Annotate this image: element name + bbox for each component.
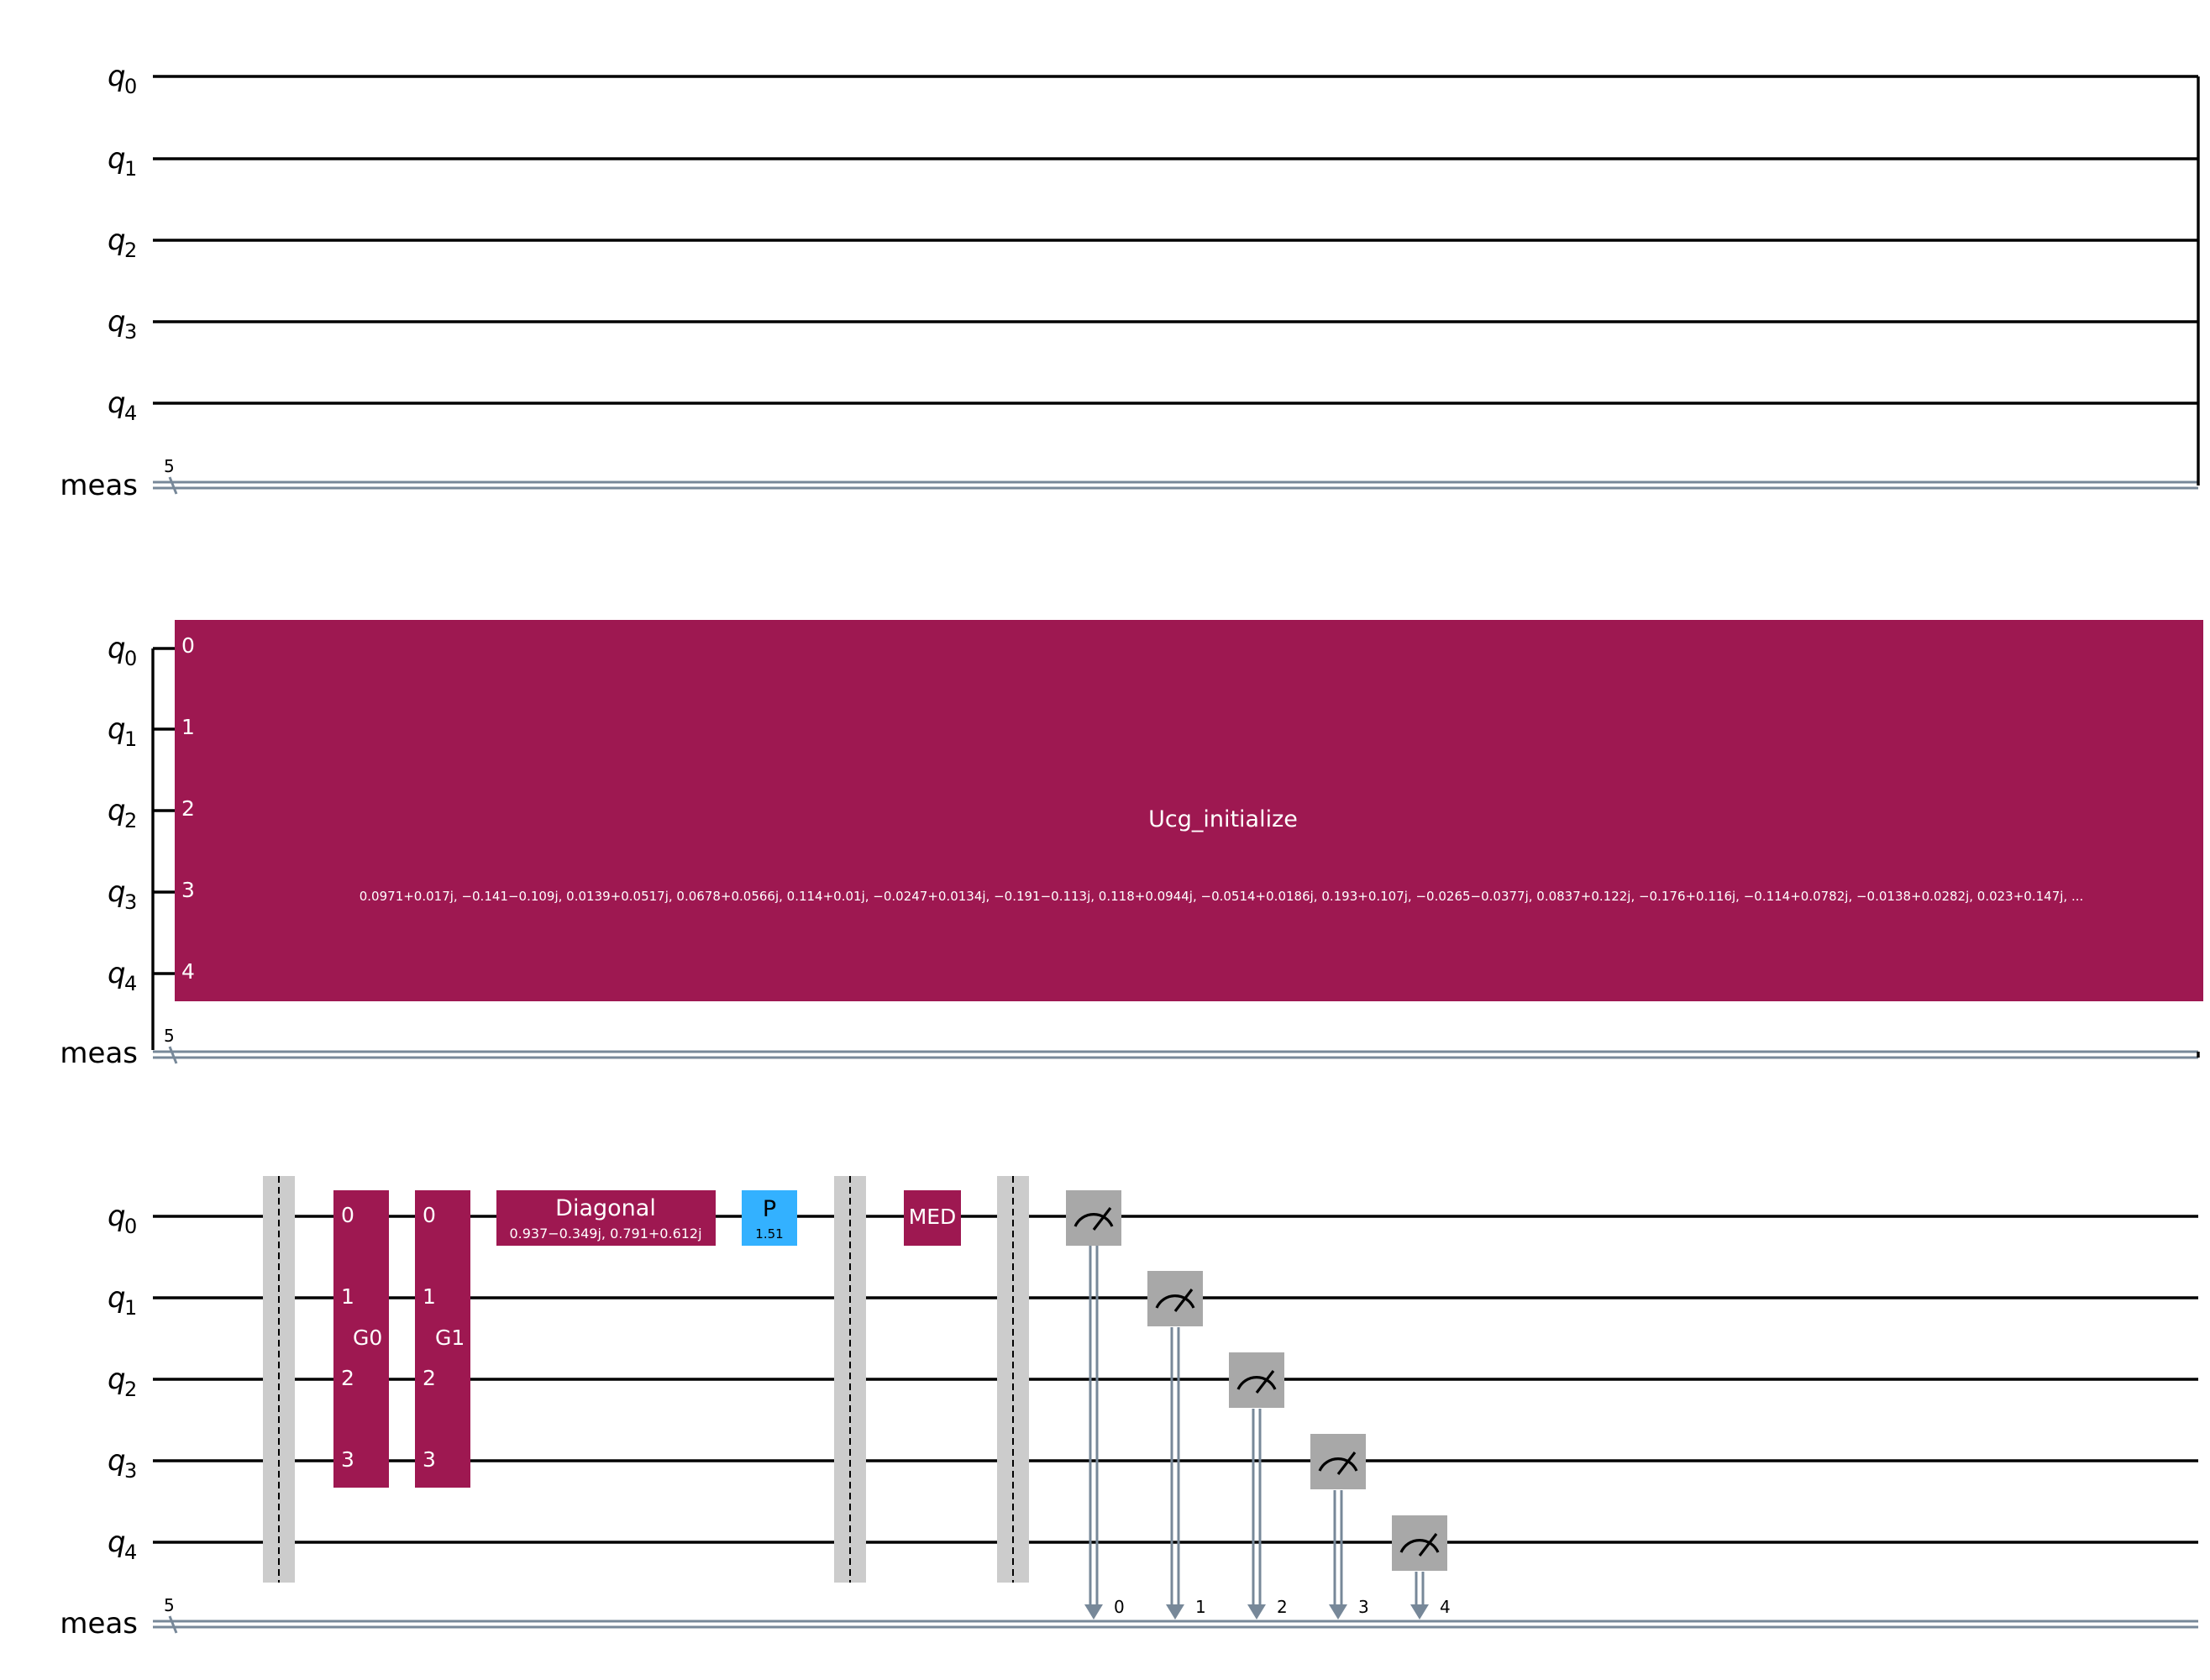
- classical-register-label: meas: [60, 1607, 138, 1641]
- diagonal-gate[interactable]: Diagonal 0.937−0.349j, 0.791+0.612j: [496, 1190, 716, 1246]
- qubit-label: q: [108, 1281, 126, 1315]
- qubit-label: q: [108, 305, 126, 339]
- qubit-subscript: 3: [124, 1459, 137, 1483]
- qubit-label: q: [108, 386, 126, 420]
- qubit-subscript: 0: [124, 75, 137, 98]
- barrier[interactable]: [997, 1176, 1029, 1583]
- circuit-row-2: q 0 q 1 q 2 q 3 q 4 meas 5: [60, 620, 2203, 1070]
- qubit-subscript: 3: [124, 320, 137, 344]
- qubit-subscript: 4: [124, 402, 137, 425]
- qubit-label: q: [108, 712, 126, 746]
- measure-bit-label: 1: [1195, 1597, 1206, 1617]
- classical-register-meas: meas 5: [60, 1595, 2198, 1641]
- qubit-subscript: 2: [124, 809, 137, 832]
- barrier[interactable]: [834, 1176, 866, 1583]
- qubit-subscript: 1: [124, 1296, 137, 1320]
- qubit-subscript: 0: [124, 647, 137, 670]
- gate-wire-label: 1: [341, 1284, 354, 1309]
- gate-param: 1.51: [755, 1226, 783, 1242]
- measure-bit-label: 4: [1440, 1597, 1451, 1617]
- qubit-wire-q4: q 4: [108, 1525, 2198, 1564]
- classical-register-meas: meas 5: [60, 456, 2198, 502]
- qubit-subscript: 0: [124, 1215, 137, 1238]
- gate-wire-label: 0: [181, 633, 195, 658]
- measure-bit-label: 0: [1114, 1597, 1125, 1617]
- gate-name: G0: [353, 1326, 382, 1350]
- qubit-subscript: 1: [124, 157, 137, 181]
- gate-wire-label: 2: [181, 796, 195, 821]
- qubit-label: q: [108, 60, 126, 93]
- qubit-label: q: [108, 223, 126, 257]
- qubit-wire-q0: q 0: [108, 1200, 2198, 1238]
- classical-register-label: meas: [60, 1037, 138, 1070]
- measure-gate-q0[interactable]: 0: [1066, 1190, 1125, 1620]
- gate-name: Ucg_initialize: [1148, 806, 1298, 832]
- gate-name: G1: [435, 1326, 465, 1350]
- measure-bit-label: 3: [1358, 1597, 1369, 1617]
- qubit-label: q: [108, 1525, 126, 1559]
- measure-gate-q4[interactable]: 4: [1392, 1515, 1451, 1620]
- qubit-wire-q1: q 1: [108, 142, 2198, 181]
- phase-gate[interactable]: P 1.51: [742, 1190, 797, 1246]
- classical-register-size: 5: [164, 1026, 175, 1046]
- measure-gate-q2[interactable]: 2: [1229, 1352, 1288, 1620]
- barrier[interactable]: [263, 1176, 295, 1583]
- qubit-subscript: 2: [124, 239, 137, 262]
- qubit-wire-q3: q 3: [108, 305, 2198, 344]
- gate-name: MED: [909, 1205, 957, 1229]
- qubit-subscript: 2: [124, 1378, 137, 1401]
- qubit-label: q: [108, 632, 126, 665]
- classical-register-meas: meas 5: [60, 1026, 2198, 1070]
- qubit-label: q: [108, 1200, 126, 1233]
- classical-register-size: 5: [164, 456, 175, 476]
- gate-wire-label: 2: [423, 1366, 436, 1390]
- gate-params: 0.937−0.349j, 0.791+0.612j: [509, 1226, 701, 1242]
- gate-name: P: [763, 1196, 776, 1222]
- qubit-subscript: 3: [124, 890, 137, 914]
- gate-wire-label: 0: [341, 1203, 354, 1227]
- gate-wire-label: 3: [341, 1447, 354, 1472]
- measure-bit-label: 2: [1277, 1597, 1288, 1617]
- circuit-row-1: q 0 q 1 q 2 q 3 q 4 meas 5: [60, 60, 2200, 502]
- qubit-wire-q2: q 2: [108, 1362, 2198, 1401]
- g0-gate[interactable]: 0 1 2 3 G0: [333, 1190, 389, 1488]
- circuit-row-3: q 0 q 1 q 2 q 3 q 4 meas 5: [60, 1176, 2198, 1641]
- measure-gate-q3[interactable]: 3: [1310, 1434, 1369, 1620]
- classical-register-size: 5: [164, 1595, 175, 1615]
- gate-wire-label: 1: [423, 1284, 436, 1309]
- qubit-wire-q3: q 3: [108, 1444, 2198, 1483]
- qubit-label: q: [108, 875, 126, 909]
- gate-wire-label: 3: [423, 1447, 436, 1472]
- gate-wire-label: 3: [181, 878, 195, 902]
- qubit-subscript: 1: [124, 727, 137, 751]
- classical-register-label: meas: [60, 469, 138, 502]
- gate-wire-label: 1: [181, 715, 195, 739]
- gate-wire-label: 0: [423, 1203, 436, 1227]
- gate-wire-label: 4: [181, 959, 195, 984]
- qubit-wire-q4: q 4: [108, 386, 2198, 425]
- svg-text:q: q: [108, 60, 126, 93]
- gate-params: 0.0971+0.017j, −0.141−0.109j, 0.0139+0.0…: [360, 889, 2084, 904]
- gate-wire-label: 2: [341, 1366, 354, 1390]
- gate-name: Diagonal: [555, 1195, 656, 1221]
- ucg-initialize-gate[interactable]: 0 1 2 3 4 Ucg_initialize 0.0971+0.017j, …: [175, 620, 2203, 1001]
- qubit-wire-q0: q 0: [108, 60, 2198, 98]
- qubit-label: q: [108, 957, 126, 990]
- qubit-label: q: [108, 1444, 126, 1478]
- qubit-label: q: [108, 142, 126, 176]
- med-gate[interactable]: MED: [904, 1190, 961, 1246]
- qubit-wire-q2: q 2: [108, 223, 2198, 262]
- qubit-subscript: 4: [124, 1541, 137, 1564]
- qubit-label: q: [108, 1362, 126, 1396]
- qubit-label: q: [108, 794, 126, 827]
- measure-gate-q1[interactable]: 1: [1147, 1271, 1206, 1620]
- g1-gate[interactable]: 0 1 2 3 G1: [415, 1190, 470, 1488]
- qubit-subscript: 4: [124, 972, 137, 995]
